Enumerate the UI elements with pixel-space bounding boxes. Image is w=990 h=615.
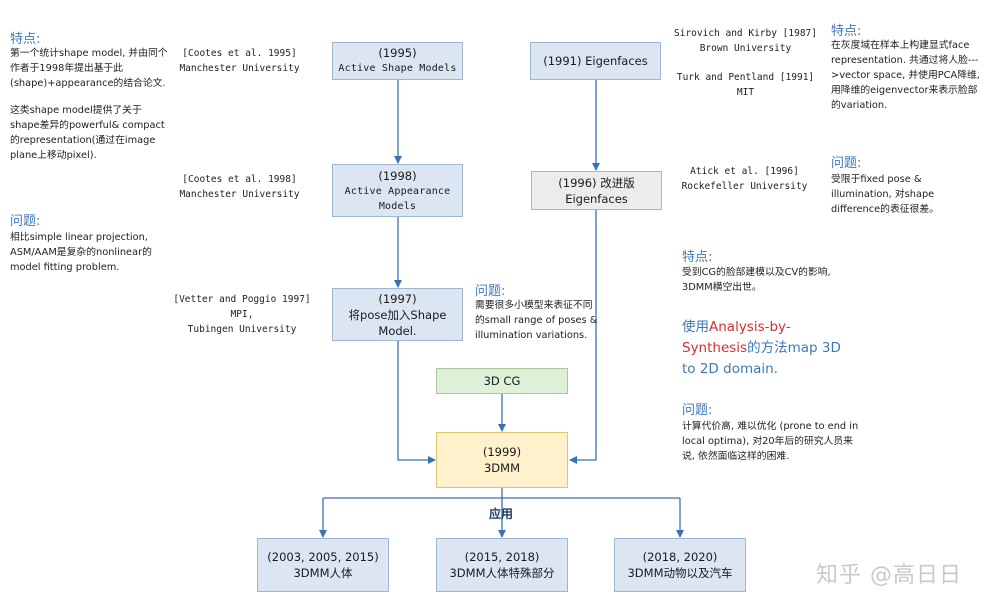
node-asm-year: (1995): [378, 46, 417, 60]
node-aam-name: Active Appearance Models: [344, 185, 451, 212]
node-app-human-body: (2003, 2005, 2015) 3DMM人体: [257, 538, 389, 592]
left-features-text: 第一个统计shape model, 并由同个作者于1998年提出基于此(shap…: [10, 46, 170, 163]
node-app3-name: 3DMM动物以及汽车: [627, 566, 733, 580]
node-3dmm-year: (1999): [482, 445, 522, 459]
middle-problems-text: 需要很多小模型来表征不同的small range of poses & illu…: [475, 300, 598, 341]
ref-aam: [Cootes et al. 1998] Manchester Universi…: [179, 174, 300, 200]
left-problems-text: 相比simple linear projection, ASM/AAM是复杂的n…: [10, 232, 152, 273]
node-eigenfaces: (1991) Eigenfaces: [530, 42, 661, 80]
method-prefix: 使用: [682, 319, 709, 335]
node-asm-name: Active Shape Models: [338, 63, 457, 74]
method-highlight: Analysis-by-Synthesis: [682, 319, 791, 356]
ref-atick: Atick et al. [1996] Rockefeller Universi…: [681, 166, 808, 192]
node-aam-year: (1998): [378, 168, 417, 183]
left-problems-title: 问题:: [10, 214, 41, 229]
right-3dmm-problems-text: 计算代价高, 难以优化 (prone to end in local optim…: [682, 421, 859, 462]
left-features-p2: 这类shape model提供了关于shape差异的powerful& comp…: [10, 105, 165, 161]
right-3dmm-method: 使用Analysis-by-Synthesis的方法map 3D to 2D d…: [682, 317, 852, 380]
node-pose-name: 将pose加入Shape Model.: [348, 307, 447, 338]
node-3d-cg: 3D CG: [436, 368, 568, 394]
node-active-shape-models: (1995) Active Shape Models: [332, 42, 463, 80]
arrow-eigen96-to-3dmm: [569, 210, 597, 464]
watermark-zhihu: 知乎 @高日日: [816, 563, 962, 588]
right-3dmm-features-title: 特点:: [682, 250, 713, 265]
node-3dmm: (1999) 3DMM: [436, 432, 568, 488]
right-3dmm-features-text: 受到CG的脸部建模以及CV的影响, 3DMM横空出世。: [682, 267, 831, 293]
right-eigen-problems-text: 受限于fixed pose & illumination, 对shape dif…: [831, 174, 939, 215]
node-eigen96-label: (1996) 改进版 Eigenfaces: [558, 175, 635, 206]
node-app3-year: (2018, 2020): [642, 550, 718, 564]
ref-vetter: [Vetter and Poggio 1997] MPI, Tubingen U…: [173, 294, 311, 335]
right-eigen-problems-title: 问题:: [831, 156, 862, 171]
ref-asm: [Cootes et al. 1995] Manchester Universi…: [179, 48, 300, 74]
apply-label: 应用: [489, 507, 514, 521]
node-3dmm-name: 3DMM: [483, 461, 521, 475]
node-eigen-label: (1991) Eigenfaces: [543, 54, 648, 68]
node-app1-year: (2003, 2005, 2015): [267, 550, 379, 564]
right-3dmm-problems-title: 问题:: [682, 403, 713, 418]
node-app1-name: 3DMM人体: [293, 566, 353, 580]
left-features-title: 特点:: [10, 32, 41, 47]
node-app2-name: 3DMM人体特殊部分: [449, 566, 555, 580]
ref-sirovich: Sirovich and Kirby [1987] Brown Universi…: [674, 28, 817, 54]
node-app-animals-cars: (2018, 2020) 3DMM动物以及汽车: [614, 538, 746, 592]
node-pose-year: (1997): [378, 291, 417, 306]
node-active-appearance-models: (1998) Active Appearance Models: [332, 164, 463, 217]
left-features-p1: 第一个统计shape model, 并由同个作者于1998年提出基于此(shap…: [10, 48, 168, 89]
node-app-body-parts: (2015, 2018) 3DMM人体特殊部分: [436, 538, 568, 592]
node-cg-label: 3D CG: [483, 374, 521, 388]
node-improved-eigenfaces: (1996) 改进版 Eigenfaces: [531, 171, 662, 210]
node-pose-shape-model: (1997) 将pose加入Shape Model.: [332, 288, 463, 341]
arrow-pose-to-3dmm: [397, 341, 436, 464]
right-eigen-features-title: 特点:: [831, 24, 862, 39]
ref-turk: Turk and Pentland [1991] MIT: [676, 72, 815, 98]
node-app2-year: (2015, 2018): [464, 550, 540, 564]
method-suffix: 的方法map 3D to 2D domain.: [682, 340, 841, 377]
right-eigen-features-text: 在灰度域在样本上构建显式face representation. 共通过将人脸-…: [831, 40, 980, 111]
middle-problems-title: 问题:: [475, 284, 506, 299]
